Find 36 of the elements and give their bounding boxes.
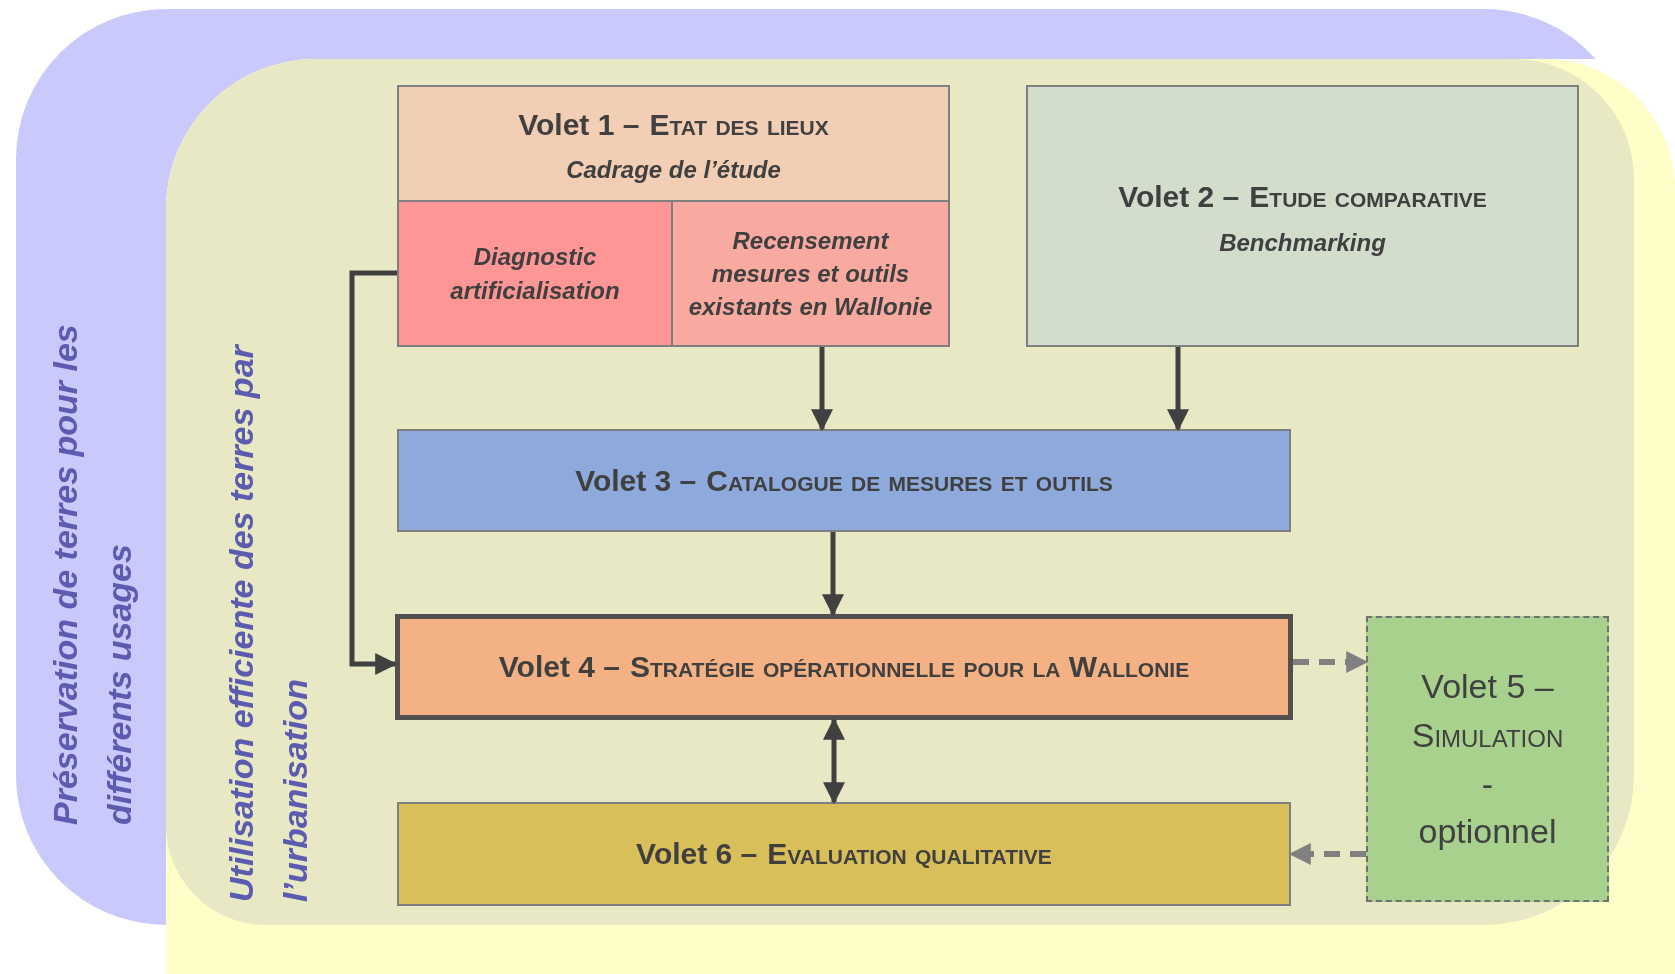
heading-text: Etat des lieux bbox=[649, 107, 829, 141]
heading-text: Etude comparative bbox=[1249, 180, 1487, 214]
label-text: optionnel bbox=[1418, 811, 1557, 853]
process-box bbox=[397, 85, 950, 347]
arrow bbox=[1167, 347, 1189, 432]
label-text: Recensement mesures et outils existants en Wallonie bbox=[687, 225, 934, 323]
region-label: Utilisation efficiente des terres par l’urbanisation bbox=[221, 342, 316, 902]
label-text: - bbox=[1481, 763, 1494, 805]
arrow bbox=[822, 532, 844, 617]
process-box bbox=[397, 200, 673, 347]
heading-text: Volet 1 – bbox=[518, 107, 640, 141]
heading-text: Volet 3 – bbox=[575, 463, 697, 497]
heading-text: Volet 2 – bbox=[1118, 180, 1240, 214]
process-box bbox=[397, 802, 1291, 906]
heading-text: Simulation bbox=[1411, 716, 1564, 755]
subtitle-text: Benchmarking bbox=[1219, 228, 1386, 257]
heading-text: Evaluation qualitative bbox=[767, 837, 1052, 871]
arrow bbox=[811, 347, 833, 432]
process-box bbox=[1366, 616, 1609, 902]
process-box bbox=[1026, 85, 1579, 347]
subtitle-text: Cadrage de l’étude bbox=[566, 156, 781, 185]
heading-text: Volet 5 – bbox=[1421, 667, 1554, 706]
heading-text: Volet 6 – bbox=[636, 837, 758, 871]
heading-text: Stratégie opérationnelle pour la Wallonie bbox=[629, 650, 1190, 684]
heading-text: Volet 4 – bbox=[498, 650, 620, 684]
region-background bbox=[166, 59, 1675, 974]
arrow bbox=[349, 270, 398, 675]
region-label: Préservation de terres pour les différents usages bbox=[45, 323, 140, 825]
process-box bbox=[397, 429, 1291, 532]
heading-text: Catalogue de mesures et outils bbox=[706, 463, 1113, 497]
arrow bbox=[823, 717, 845, 805]
process-box bbox=[671, 200, 950, 347]
arrow bbox=[1288, 843, 1366, 865]
process-box bbox=[395, 614, 1293, 720]
label-text: Diagnostic artificialisation bbox=[449, 242, 621, 306]
arrow bbox=[1293, 651, 1369, 673]
